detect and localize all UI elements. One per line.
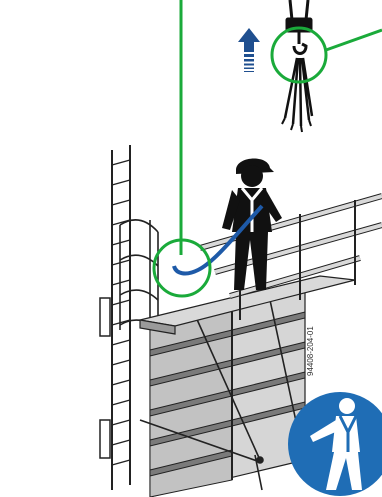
- up-arrow-icon: [238, 28, 260, 72]
- callout-line-upper: [326, 30, 382, 50]
- reference-code-label: 94408-204-01: [306, 326, 315, 376]
- crane-hook-icon: [282, 0, 312, 132]
